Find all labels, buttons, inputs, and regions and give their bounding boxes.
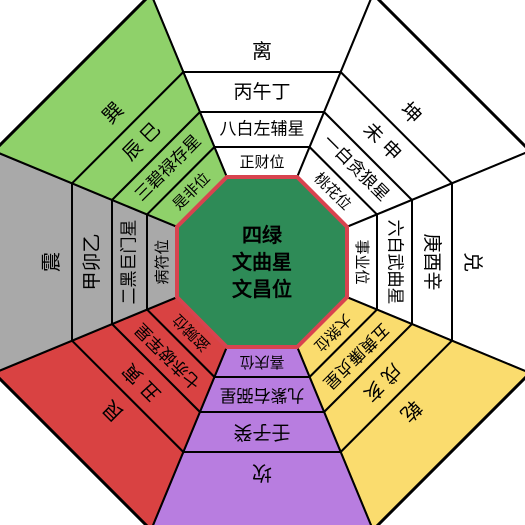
sector-east-trigram-label: 病符位 bbox=[153, 239, 171, 284]
sector-north-branches-label: 九紫右弼星 bbox=[220, 385, 305, 405]
sector-west-trigram-label: 事业位 bbox=[353, 239, 371, 284]
sector-north-position-label: 坎 bbox=[252, 461, 272, 485]
sector-west-position-label: 兑 bbox=[461, 252, 485, 272]
sector-northeast-position-cell bbox=[0, 339, 185, 525]
center-line-3: 文昌位 bbox=[232, 277, 292, 301]
sector-southwest-position-cell bbox=[339, 0, 525, 185]
sector-east-branches-label: 二黑巨门星 bbox=[120, 220, 140, 305]
sector-northwest-position-cell bbox=[339, 339, 525, 525]
sector-south-star-label: 丙午丁 bbox=[233, 81, 290, 103]
sector-south-trigram-label: 正财位 bbox=[239, 153, 284, 171]
sector-north-position-cell bbox=[151, 451, 373, 525]
sector-east-position-label: 震 bbox=[39, 252, 63, 272]
sector-west-star-label: 庚酉辛 bbox=[421, 233, 443, 290]
center-background bbox=[175, 175, 349, 349]
sector-north-star-label: 壬子癸 bbox=[233, 421, 290, 443]
sector-south-position-label: 离 bbox=[252, 39, 272, 63]
sector-south-branches-label: 八白左辅星 bbox=[220, 120, 305, 140]
sector-east-star-label: 甲卯乙 bbox=[81, 233, 103, 290]
center-line-2: 文曲星 bbox=[232, 250, 292, 274]
sector-west-position-cell bbox=[451, 151, 525, 373]
sector-west-branches-label: 六白武曲星 bbox=[385, 220, 405, 305]
center-line-1: 四绿 bbox=[242, 223, 283, 247]
sector-southeast-position-cell bbox=[0, 0, 185, 185]
sector-east-position-cell bbox=[0, 152, 73, 372]
sector-north-trigram-label: 喜庆位 bbox=[239, 353, 284, 371]
